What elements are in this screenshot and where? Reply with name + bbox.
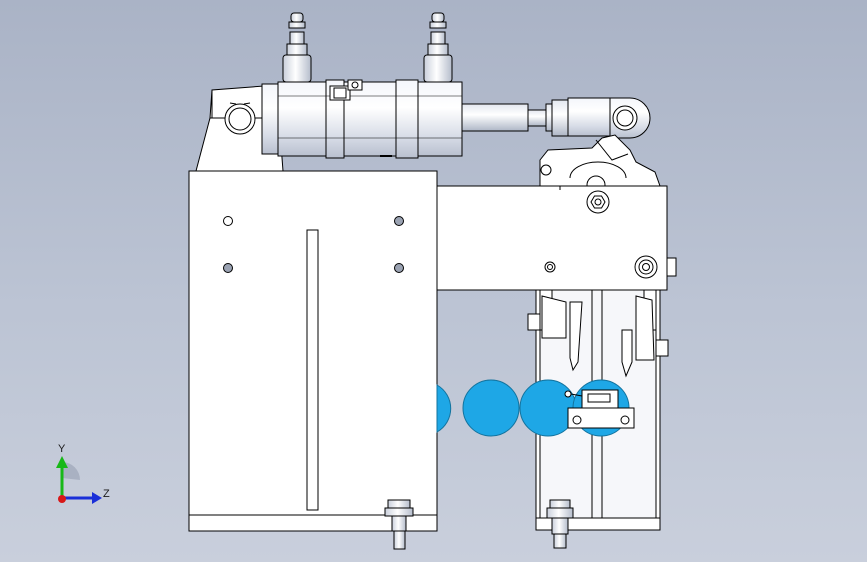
- gripper-jaw-right: [621, 295, 669, 378]
- ball: [462, 379, 520, 437]
- hole-icon: [223, 263, 233, 273]
- coordinate-triad: Y Z: [56, 443, 110, 504]
- left-base-plate: [188, 170, 438, 532]
- right-arm-plate: [436, 185, 677, 291]
- hole-icon: [223, 216, 233, 226]
- air-fitting-left: [282, 12, 312, 83]
- gripper-jaw-left: [527, 295, 583, 372]
- piston-rod: [461, 99, 569, 137]
- pneumatic-cylinder: [261, 79, 463, 159]
- y-axis-label: Y: [58, 443, 66, 455]
- rod-clevis: [567, 97, 651, 139]
- cylinder-clevis-bracket: [195, 85, 284, 172]
- hole-icon: [394, 216, 404, 226]
- x-axis-dot-icon: [58, 495, 66, 503]
- z-axis-label: Z: [103, 488, 110, 500]
- ball-partial: [436, 384, 452, 433]
- lever-linkage: [539, 134, 661, 195]
- sensor-bracket: [564, 389, 635, 429]
- z-arrow-head-icon: [92, 492, 102, 504]
- y-arrow-head-icon: [56, 456, 68, 468]
- hole-icon: [394, 263, 404, 273]
- air-fitting-right: [423, 12, 453, 83]
- right-drain-fitting: [546, 499, 574, 549]
- left-drain-fitting: [384, 499, 414, 550]
